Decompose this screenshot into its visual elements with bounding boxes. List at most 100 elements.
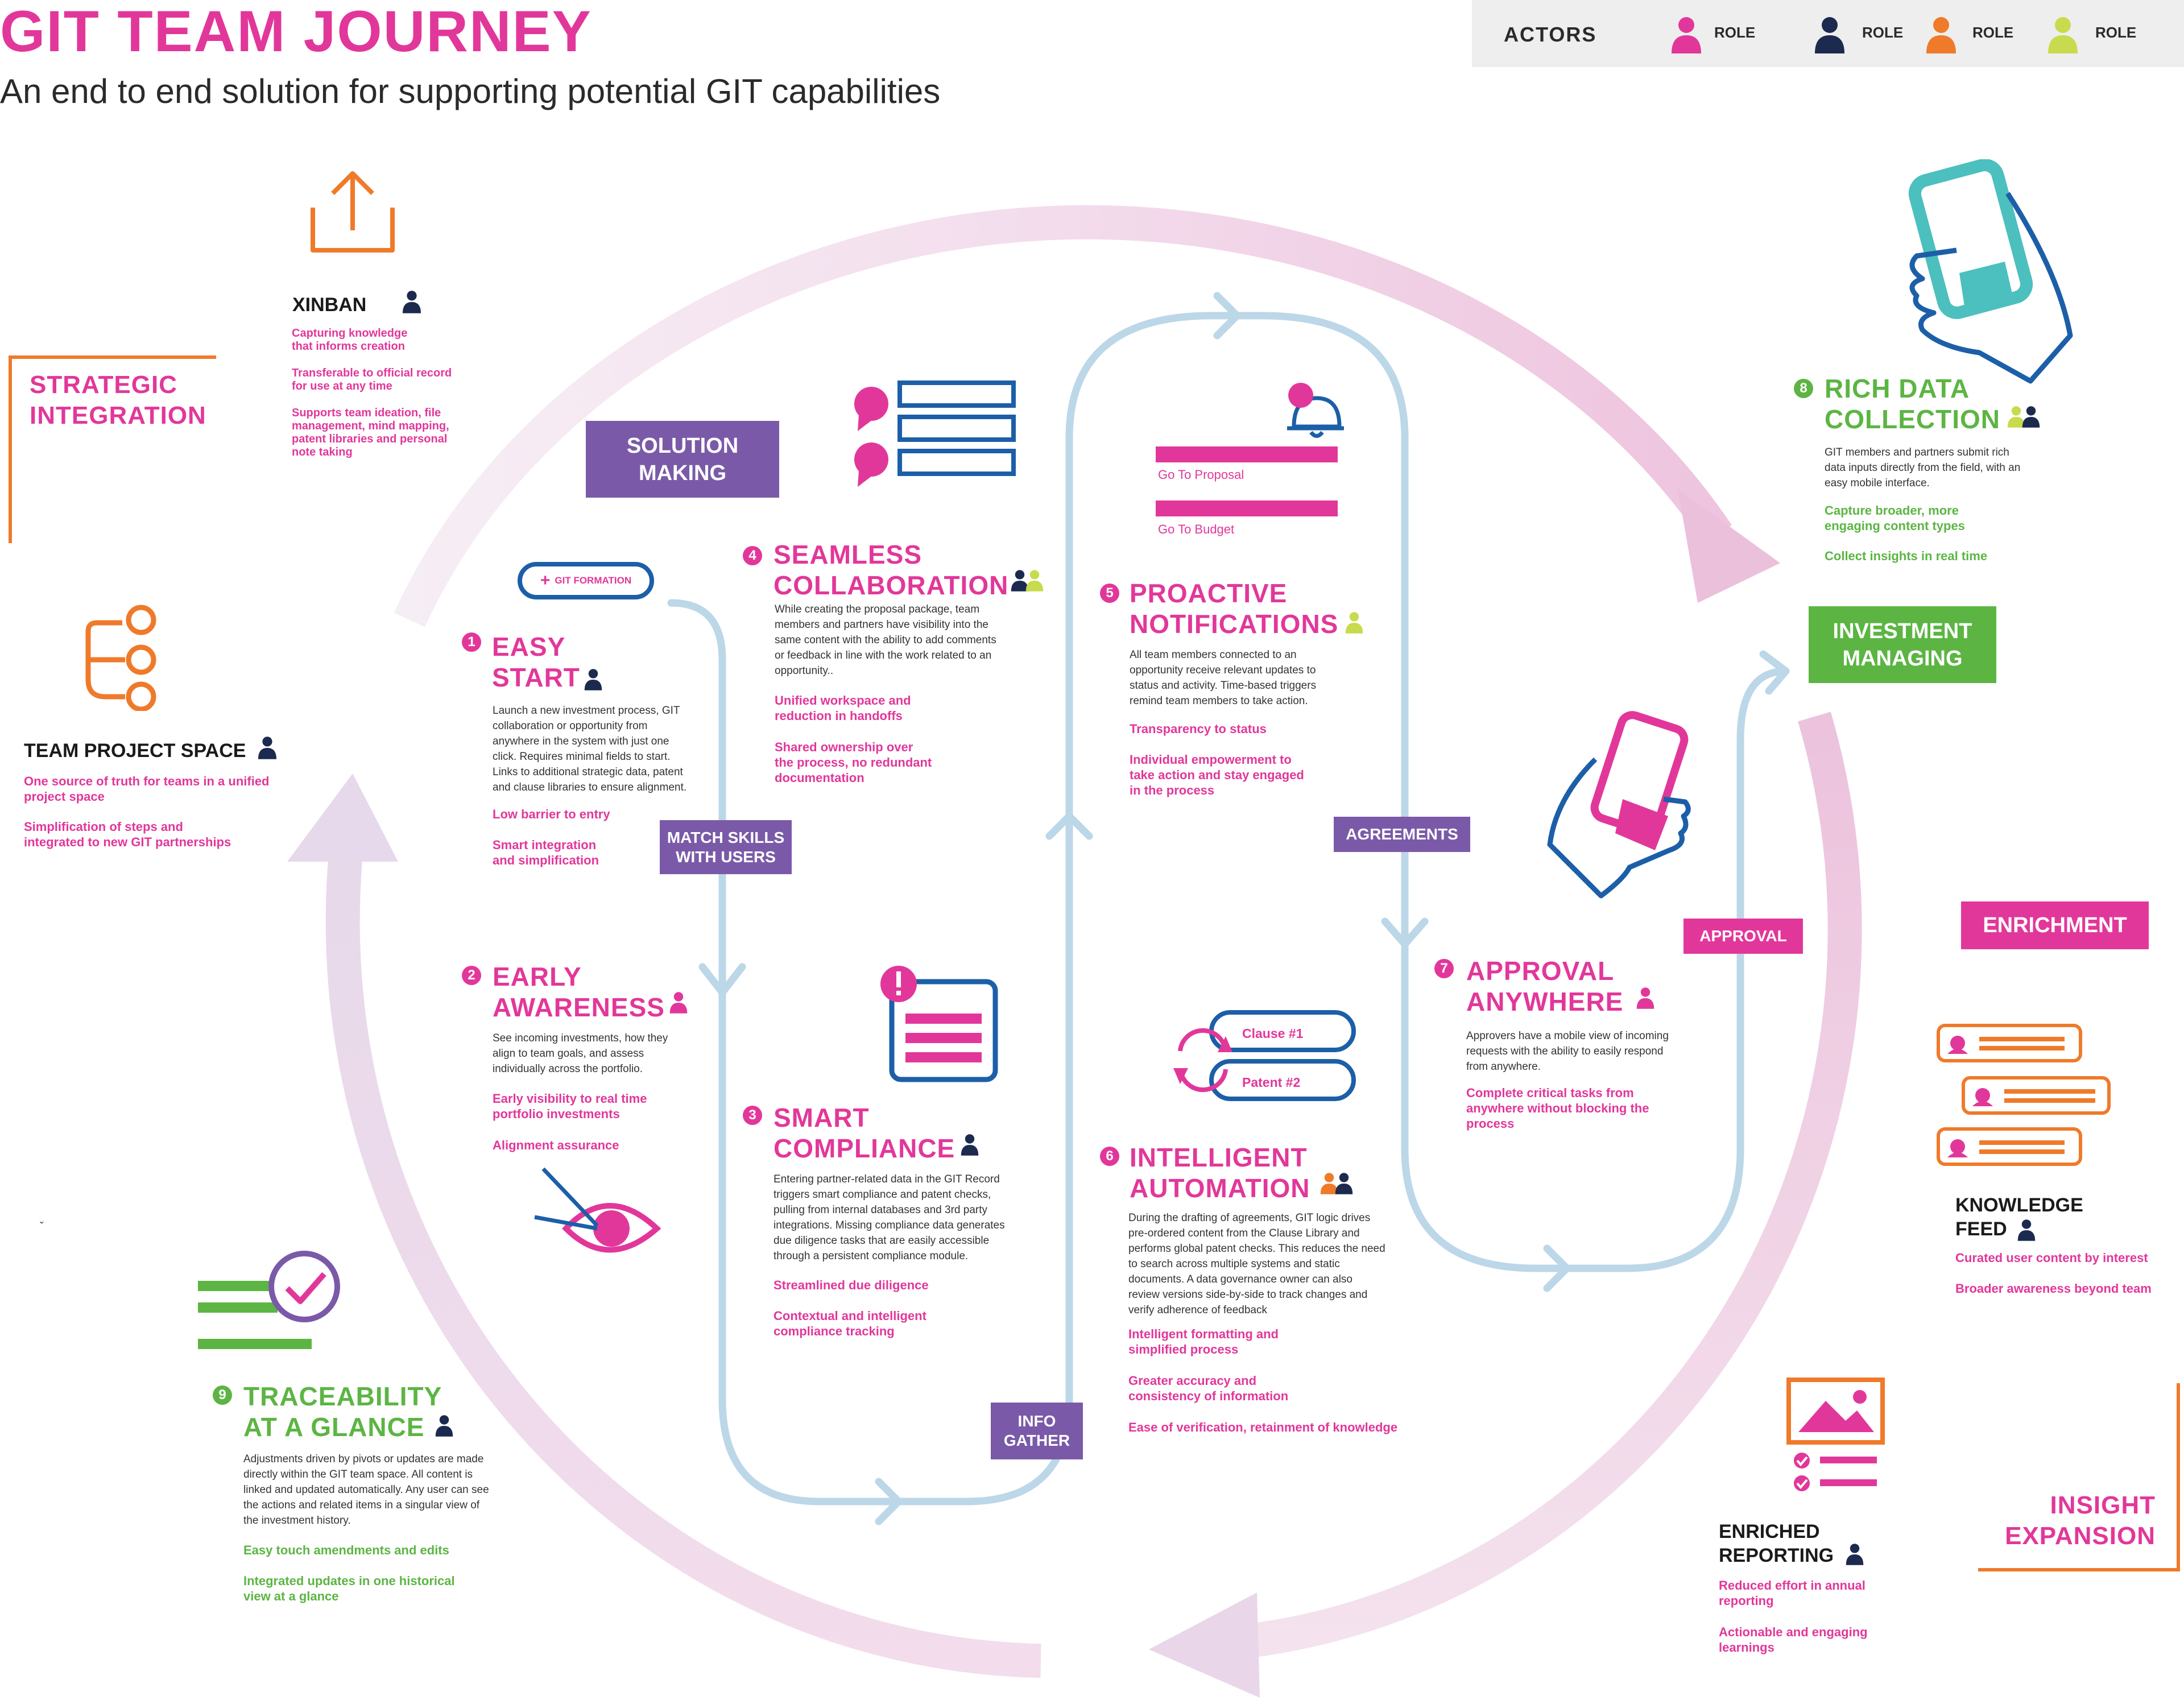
person-icon (1926, 17, 1956, 53)
team-project-bullet: Simplification of steps and integrated t… (24, 820, 231, 849)
step-body: Launch a new investment process, GIT col… (493, 705, 687, 793)
step-number: 2 (462, 966, 481, 985)
person-icon (1636, 987, 1654, 1009)
person-icon (258, 737, 277, 759)
step-bullet: Capture broader, more engaging content t… (1825, 503, 1965, 533)
git-formation-button[interactable]: + GIT FORMATION (518, 562, 654, 599)
step-3: 3 (743, 1106, 762, 1125)
person-icon (669, 992, 688, 1014)
step-bullet: Shared ownership over the process, no re… (775, 740, 932, 785)
role-label: ROLE (1714, 24, 1756, 41)
xinban-bullet: Supports team ideation, file management,… (292, 407, 449, 458)
step-bullet: Greater accuracy and consistency of info… (1128, 1374, 1289, 1403)
step-1: 1 (462, 632, 481, 652)
enriched-reporting-bullet: Actionable and engaging learnings (1719, 1625, 1868, 1654)
step-number: 8 (1794, 379, 1813, 398)
phone-hand-icon (1547, 711, 1691, 899)
step-bullet: Integrated updates in one historical vie… (243, 1574, 455, 1603)
step-number: 1 (462, 632, 481, 652)
step-body: Entering partner-related data in the GIT… (774, 1173, 1005, 1262)
step-number: 6 (1100, 1147, 1119, 1166)
bracket-insight (1978, 1383, 2180, 1571)
feed-list-icon (1937, 1024, 2111, 1166)
step-bullet: Easy touch amendments and edits (243, 1543, 449, 1557)
phone-hand-icon (1908, 159, 2073, 384)
xinban-bullet: Capturing knowledge that informs creatio… (292, 327, 408, 353)
bell-icon (1287, 383, 1344, 438)
budget-bar (1156, 501, 1338, 516)
step-bullet: Ease of verification, retainment of know… (1128, 1420, 1398, 1434)
enriched-reporting-bullet: Reduced effort in annual reporting (1719, 1578, 1866, 1608)
step-title: SMART COMPLIANCE (774, 1103, 956, 1163)
plus-icon: + (540, 571, 551, 590)
git-formation-label: GIT FORMATION (555, 575, 632, 586)
go-to-budget-link[interactable]: Go To Budget (1158, 522, 1235, 536)
step-number: 7 (1434, 959, 1454, 978)
step-7: 7 (1434, 959, 1454, 978)
clause-label: Clause #1 (1242, 1026, 1304, 1041)
step-number: 3 (743, 1106, 762, 1125)
step-body: See incoming investments, how they align… (493, 1032, 668, 1075)
flow-path (667, 312, 1790, 1505)
hierarchy-icon (85, 605, 156, 711)
flow-arrow-2 (875, 1478, 903, 1525)
person-icon (1025, 570, 1044, 592)
go-to-proposal-link[interactable]: Go To Proposal (1158, 468, 1244, 482)
actors-label: ACTORS (1504, 23, 1597, 46)
upload-icon (311, 171, 395, 253)
step-2: 2 (462, 966, 481, 985)
cycle-arc-top (394, 205, 1732, 627)
enrichment-label: ENRICHMENT (1961, 901, 2149, 949)
page-subtitle: An end to end solution for supporting po… (0, 72, 941, 110)
person-icon (2007, 406, 2025, 428)
person-icon (2048, 17, 2078, 53)
checklist-icon (198, 1251, 340, 1349)
step-title: SEAMLESS COLLABORATION (774, 540, 1009, 600)
xinban-bullet: Transferable to official record for use … (292, 367, 452, 392)
person-icon (402, 291, 421, 313)
person-icon (584, 669, 602, 690)
step-title: EARLY AWARENESS (493, 962, 665, 1022)
step-bullet: Contextual and intelligent compliance tr… (774, 1309, 926, 1338)
cycle-arrowhead-left (287, 774, 398, 862)
step-title: APPROVAL ANYWHERE (1466, 956, 1624, 1016)
person-icon (1335, 1173, 1353, 1194)
step-number: 9 (213, 1385, 232, 1405)
solution-making-label: SOLUTION MAKING (586, 421, 779, 498)
step-8: 8 (1794, 379, 1813, 398)
step-body: During the drafting of agreements, GIT l… (1128, 1212, 1385, 1316)
flow-arrow-7 (1759, 650, 1790, 695)
strategic-integration-label: STRATEGIC INTEGRATION (30, 371, 206, 429)
agreements-label: AGREEMENTS (1334, 817, 1470, 852)
proposal-bar (1156, 446, 1338, 462)
flow-arrow-5 (1381, 917, 1429, 948)
person-icon (1320, 1173, 1338, 1194)
alert-document-icon (880, 966, 998, 1082)
knowledge-feed-bullet: Curated user content by interest (1955, 1251, 2148, 1265)
team-project-bullet: One source of truth for teams in a unifi… (24, 774, 270, 804)
flow-arrow-4 (1213, 292, 1241, 340)
person-icon (2022, 406, 2040, 428)
cycle-arc-right (1221, 712, 1862, 1661)
eye-icon (534, 1167, 661, 1253)
flow-arrow-3 (1045, 812, 1093, 840)
bracket-strategic (9, 355, 216, 543)
person-icon (1345, 612, 1363, 634)
step-bullet: Transparency to status (1130, 722, 1267, 736)
step-body: Approvers have a mobile view of incoming… (1466, 1030, 1669, 1073)
cycle-arrowhead-bottom (1149, 1593, 1260, 1698)
person-icon (2017, 1219, 2036, 1241)
role-label: ROLE (1862, 24, 1904, 41)
approval-label: APPROVAL (1684, 919, 1803, 954)
person-icon (1846, 1544, 1864, 1565)
step-bullet: Streamlined due diligence (774, 1278, 929, 1292)
person-icon (1815, 17, 1844, 53)
person-icon (1011, 570, 1029, 592)
actors-legend: ACTORS ROLE ROLE ROLE ROLE (1472, 0, 2184, 67)
knowledge-feed-title: KNOWLEDGE FEED (1955, 1194, 2083, 1240)
role-label: ROLE (2095, 24, 2137, 41)
step-title: PROACTIVE NOTIFICATIONS (1130, 578, 1339, 639)
person-icon (961, 1134, 979, 1156)
role-label: ROLE (1972, 24, 2014, 41)
sync-icon (1173, 1010, 1356, 1101)
